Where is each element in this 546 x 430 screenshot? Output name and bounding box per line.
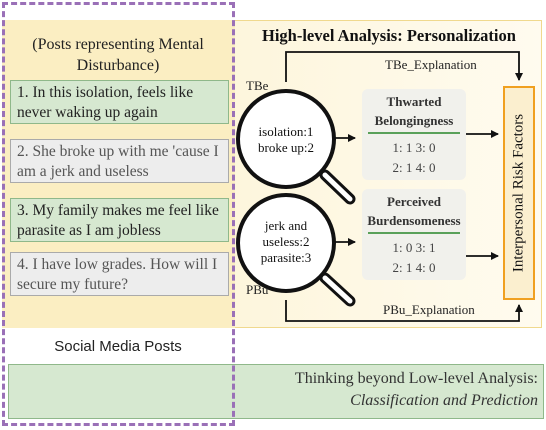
post-3: 3. My family makes me feel like parasite… [10, 198, 229, 242]
high-level-analysis-title: High-level Analysis: Personalization [262, 26, 516, 45]
magnifier-top-line2: broke up:2 [258, 140, 314, 155]
card-top-title-line1: Thwarted [386, 94, 442, 109]
thwarted-belongingness-card: Thwarted Belongingness 1: 1 3: 0 2: 1 4:… [362, 89, 466, 180]
posts-dashed-outline [2, 2, 235, 426]
magnifier-bottom-line2: useless:2 [262, 234, 310, 249]
magnifier-top-icon [236, 89, 356, 205]
interpersonal-risk-factors-label: Interpersonal Risk Factors [510, 113, 527, 273]
card-top-row2: 2: 1 4: 0 [392, 160, 436, 175]
card-top-separator [368, 132, 460, 134]
card-bottom-title-line1: Perceived [387, 194, 441, 209]
social-media-posts-label: Social Media Posts [54, 338, 182, 355]
magnifier-bottom-icon [236, 193, 356, 307]
card-bottom-title-line2: Burdensomeness [367, 213, 461, 228]
card-bottom-row2: 2: 1 4: 0 [392, 260, 436, 275]
magnifier-bottom-line3: parasite:3 [260, 250, 312, 265]
magnifier-top-text: isolation:1 broke up:2 [244, 124, 328, 156]
bottom-bar-line1: Thinking beyond Low-level Analysis: [294, 370, 538, 387]
post-1: 1. In this isolation, feels like never w… [10, 80, 229, 124]
post-2: 2. She broke up with me 'cause I am a je… [10, 139, 229, 183]
post-4: 4. I have low grades. How will I secure … [10, 252, 229, 296]
card-top-title-line2: Belongingness [374, 113, 454, 128]
bottom-bar [8, 364, 544, 419]
card-bottom-separator [368, 232, 460, 234]
bottom-bar-line2: Classification and Prediction [350, 392, 538, 409]
card-top-row1: 1: 1 3: 0 [392, 140, 436, 155]
tbe-explanation-label: TBe_Explanation [385, 57, 477, 72]
pbu-label: PBu [246, 282, 269, 297]
tbe-explanation-arrow [285, 51, 523, 82]
magnifier-top-line1: isolation:1 [258, 124, 314, 139]
posts-panel-title: (Posts representing Mental Disturbance) [32, 36, 204, 74]
magnifier-bottom-text: jerk and useless:2 parasite:3 [244, 218, 328, 266]
pbu-explanation-arrow [285, 300, 523, 322]
magnifier-bottom-line1: jerk and [264, 218, 308, 233]
interpersonal-risk-factors-box [503, 86, 535, 300]
pbu-explanation-label: PBu_Explanation [383, 302, 475, 317]
card-bottom-row1: 1: 0 3: 1 [392, 240, 436, 255]
tbe-label: TBe [246, 78, 269, 93]
perceived-burdensomeness-card: Perceived Burdensomeness 1: 0 3: 1 2: 1 … [362, 189, 466, 280]
